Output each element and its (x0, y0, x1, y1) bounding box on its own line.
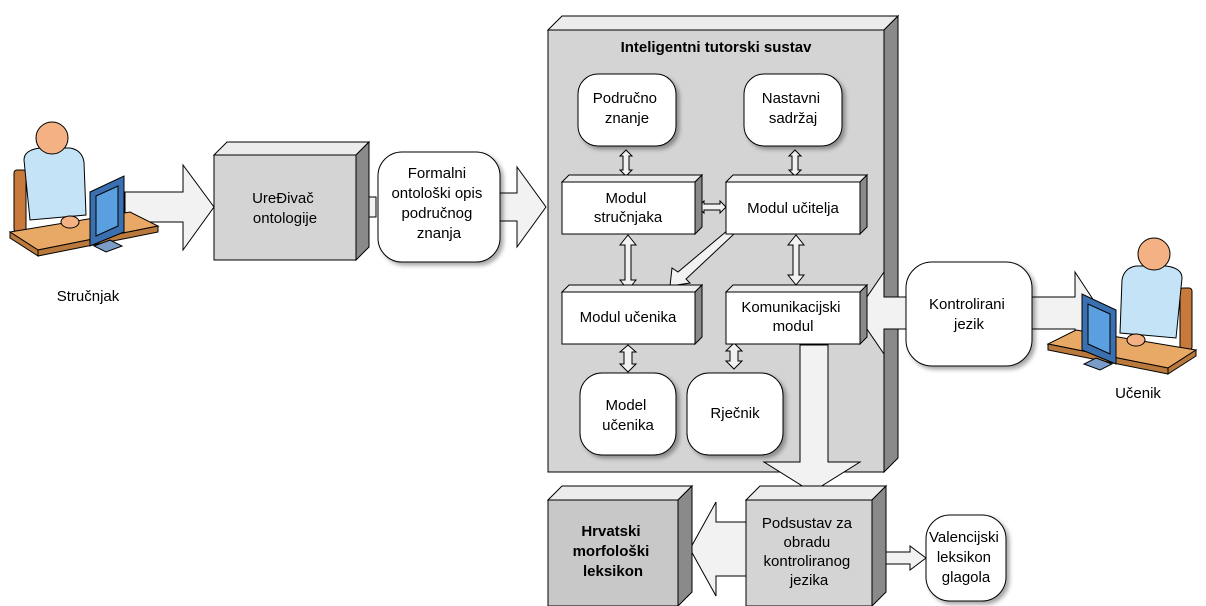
teacher-module-box: Modul učitelja (724, 173, 869, 236)
formal-description-label-4: znanja (417, 225, 462, 242)
croatian-lexicon-label-2: morfološki (573, 543, 650, 560)
communication-module-label-1: Komunikacijski (741, 299, 840, 316)
arrow-expert-to-editor (124, 163, 215, 252)
svg-text:Nastavni sadržaj: Nastavni sadržaj (762, 90, 825, 127)
teacher-module-label: Modul učitelja (747, 200, 839, 217)
dictionary-node: Rječnik (686, 372, 784, 456)
valency-lexicon-label-1: Valencijski (929, 529, 999, 546)
svg-text:Model učenika: Model učenika (602, 397, 654, 434)
arrow-module-model (618, 344, 638, 373)
controlled-language-label-2: jezik (953, 316, 985, 333)
subsystem-label-1: Podsustav za (762, 515, 853, 532)
svg-text:Područno znanje: Područno znanje (593, 90, 661, 127)
valency-lexicon-label-2: leksikon (937, 549, 991, 566)
expert-module-label-2: stručnjaka (594, 209, 663, 226)
croatian-lexicon-label-3: leksikon (583, 563, 643, 580)
arrow-comm-dictionary (724, 342, 744, 370)
ontology-editor-box: UreĐivač ontologije (212, 140, 371, 262)
svg-text:Modul učenika: Modul učenika (580, 309, 677, 326)
expert-person-icon (8, 121, 160, 257)
communication-module-box: Komunikacijski modul (724, 283, 869, 346)
domain-knowledge-label-1: Područno (593, 90, 657, 107)
svg-text:Rječnik: Rječnik (710, 405, 760, 422)
svg-text:Modul učitelja: Modul učitelja (747, 200, 839, 217)
arrow-comm-to-subsystem (762, 344, 862, 493)
formal-description-node: Formalni ontološki opis područnog znanja (377, 151, 501, 263)
arrow-language-to-comm (855, 270, 907, 356)
teaching-content-label-2: sadržaj (769, 110, 817, 127)
controlled-language-node: Kontrolirani jezik (905, 261, 1033, 367)
controlled-language-label-1: Kontrolirani (929, 296, 1005, 313)
formal-description-label-1: Formalni (408, 165, 466, 182)
croatian-lexicon-box: Hrvatski morfološki leksikon (546, 484, 694, 606)
svg-text:Modul stručnjaka: Modul stručnjaka (594, 190, 663, 226)
svg-text:Komunikacijski modul: Komunikacijski modul (741, 299, 844, 335)
subsystem-label-3: kontroliranog (764, 553, 851, 570)
domain-knowledge-label-2: znanje (605, 110, 649, 127)
valency-lexicon-node: Valencijski leksikon glagola (925, 514, 1007, 602)
expert-module-box: Modul stručnjaka (560, 173, 704, 236)
svg-text:UreĐivač ontologije: UreĐivač ontologije (252, 190, 318, 227)
student-model-label-1: Model (605, 397, 646, 414)
student-model-node: Model učenika (579, 372, 677, 456)
domain-knowledge-node: Područno znanje (577, 73, 677, 147)
svg-text:Hrvatski morfološki: Hrvatski morfološki leksikon (573, 523, 654, 580)
subsystem-label-2: obradu (784, 534, 831, 551)
student-label: Učenik (1115, 385, 1161, 402)
arrow-description-to-its (499, 165, 547, 249)
expert-label: Stručnjak (57, 288, 120, 305)
student-module-box: Modul učenika (560, 283, 704, 346)
svg-text:Kontrolirani jezik: Kontrolirani jezik (929, 296, 1009, 333)
svg-text:Valencijski leksikon: Valencijski leksikon glagola (929, 529, 1003, 586)
valency-lexicon-label-3: glagola (942, 569, 991, 586)
subsystem-box: Podsustav za obradu kontroliranog jezika (744, 484, 888, 606)
croatian-lexicon-label-1: Hrvatski (581, 523, 640, 540)
dictionary-label: Rječnik (710, 405, 760, 422)
expert-module-label-1: Modul (605, 190, 646, 207)
ontology-editor-label-1: UreĐivač (252, 190, 314, 207)
its-title: Inteligentni tutorski sustav (621, 39, 813, 56)
student-model-label-2: učenika (602, 417, 654, 434)
teaching-content-label-1: Nastavni (762, 90, 820, 107)
svg-text:Formalni ontološki opis: Formalni ontološki opis područnog znanja (391, 165, 486, 242)
student-module-label: Modul učenika (580, 309, 677, 326)
ontology-editor-label-2: ontologije (253, 210, 317, 227)
teaching-content-node: Nastavni sadržaj (743, 73, 843, 147)
arrow-subsystem-to-valency (885, 545, 927, 571)
student-person-icon (1046, 237, 1198, 375)
formal-description-label-2: ontološki opis (391, 185, 482, 202)
svg-text:Podsustav za obradu: Podsustav za obradu kontroliranog jezika (762, 515, 856, 589)
formal-description-label-3: područnog (401, 205, 472, 222)
subsystem-label-4: jezika (789, 572, 829, 589)
communication-module-label-2: modul (773, 318, 814, 335)
arrow-subsystem-to-lexicon (689, 501, 747, 597)
